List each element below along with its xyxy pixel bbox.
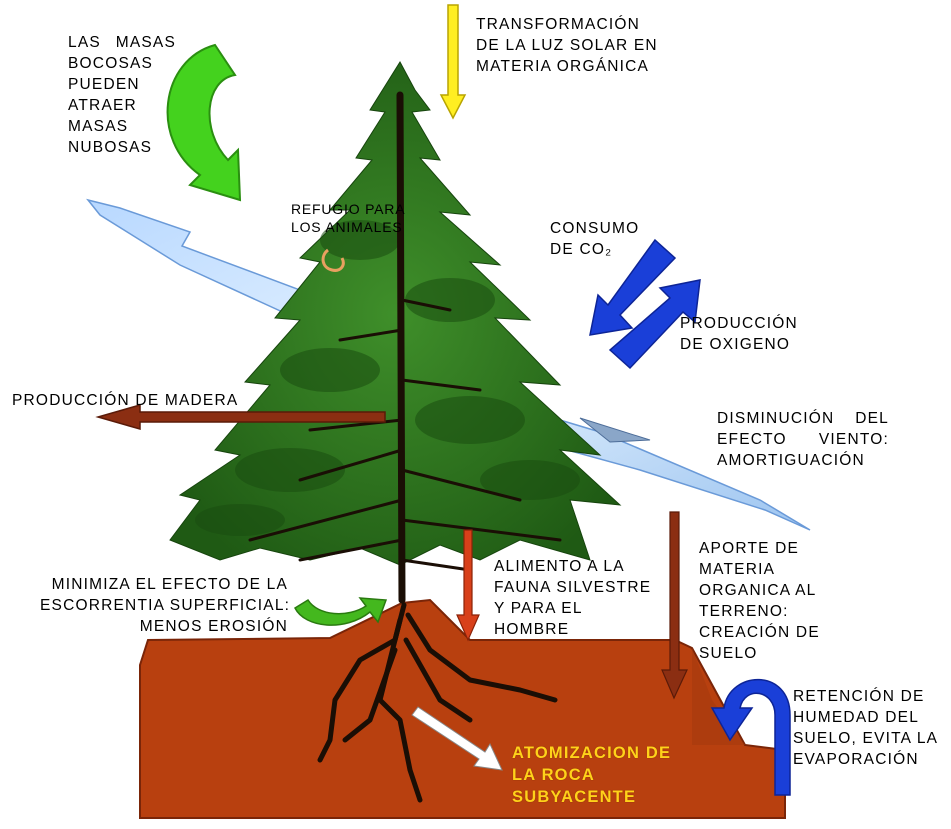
label-refuge: REFUGIO PARA LOS ANIMALES (291, 200, 405, 236)
label-organic-matter: APORTE DE MATERIA ORGANICA AL TERRENO: C… (699, 538, 820, 664)
label-sunlight: TRANSFORMACIÓN DE LA LUZ SOLAR EN MATERI… (476, 14, 658, 77)
label-clouds: LAS MASAS BOCOSAS PUEDEN ATRAER MASAS NU… (68, 32, 176, 158)
label-erosion: MINIMIZA EL EFECTO DE LA ESCORRENTIA SUP… (40, 574, 288, 637)
label-rock: ATOMIZACION DE LA ROCA SUBYACENTE (512, 742, 671, 808)
sunlight-arrow-icon (441, 5, 465, 118)
organic-matter-arrow-icon (662, 512, 687, 698)
label-wood: PRODUCCIÓN DE MADERA (12, 390, 238, 411)
curved-green-arrow-icon (168, 45, 240, 200)
label-humidity: RETENCIÓN DE HUMEDAD DEL SUELO, EVITA LA… (793, 686, 938, 770)
label-food: ALIMENTO A LA FAUNA SILVESTRE Y PARA EL … (494, 556, 651, 640)
label-wind: DISMINUCIÓN DEL EFECTO VIENTO: AMORTIGUA… (717, 408, 889, 471)
label-oxygen: PRODUCCIÓN DE OXIGENO (680, 313, 798, 355)
label-co2: CONSUMO DE CO₂ (550, 218, 639, 260)
